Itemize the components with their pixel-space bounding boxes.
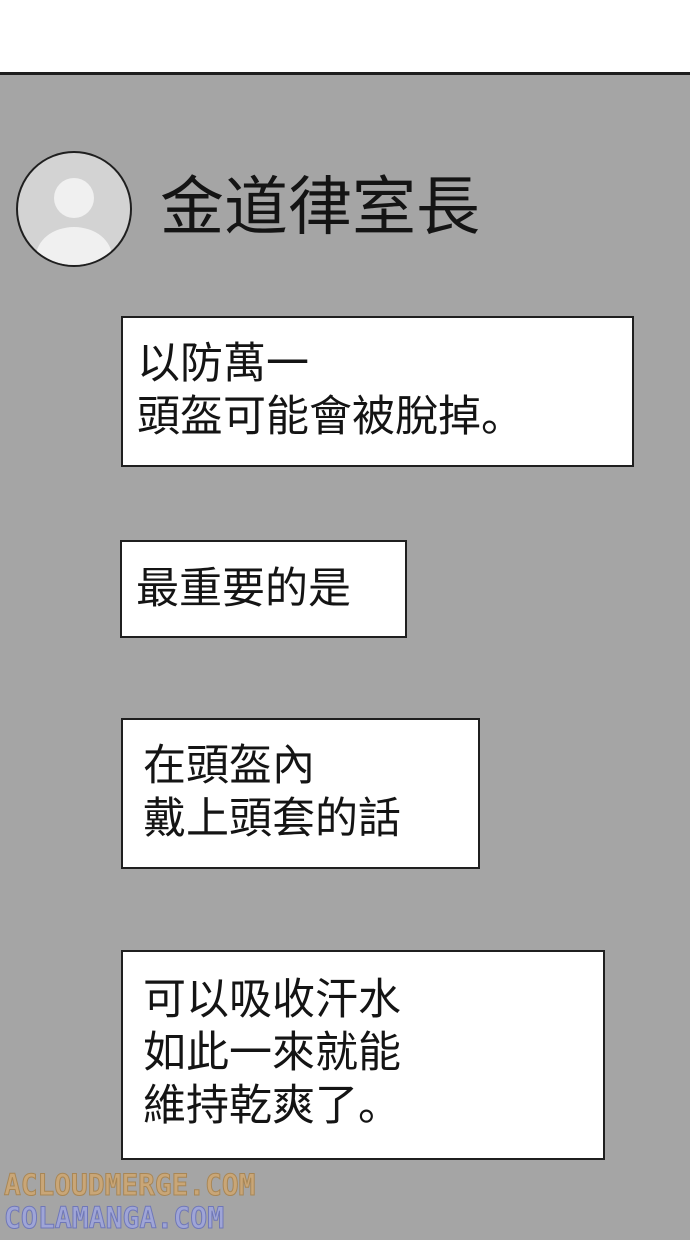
contact-avatar[interactable] (16, 151, 132, 267)
message-line: 可以吸收汗水 (143, 975, 401, 1025)
message-line: 戴上頭套的話 (143, 794, 401, 844)
message-bubble-3: 在頭盔內 戴上頭套的話 (121, 718, 480, 869)
watermark-line-1: ACLOUDMERGE.COM (4, 1168, 256, 1202)
default-user-avatar-icon (36, 178, 112, 265)
message-line: 維持乾爽了。 (143, 1081, 401, 1131)
message-line: 在頭盔內 (143, 741, 315, 791)
watermark-line-2: COLAMANGA.COM (4, 1201, 225, 1235)
contact-name: 金道律室長 (160, 171, 480, 245)
top-white-strip (0, 0, 690, 72)
message-line: 頭盔可能會被脫掉。 (137, 392, 524, 442)
message-bubble-1: 以防萬一 頭盔可能會被脫掉。 (121, 316, 634, 467)
message-bubble-2: 最重要的是 (120, 540, 407, 638)
message-line: 以防萬一 (137, 339, 309, 389)
message-bubble-4: 可以吸收汗水 如此一來就能 維持乾爽了。 (121, 950, 605, 1160)
message-line: 最重要的是 (136, 564, 351, 614)
message-line: 如此一來就能 (143, 1028, 401, 1078)
